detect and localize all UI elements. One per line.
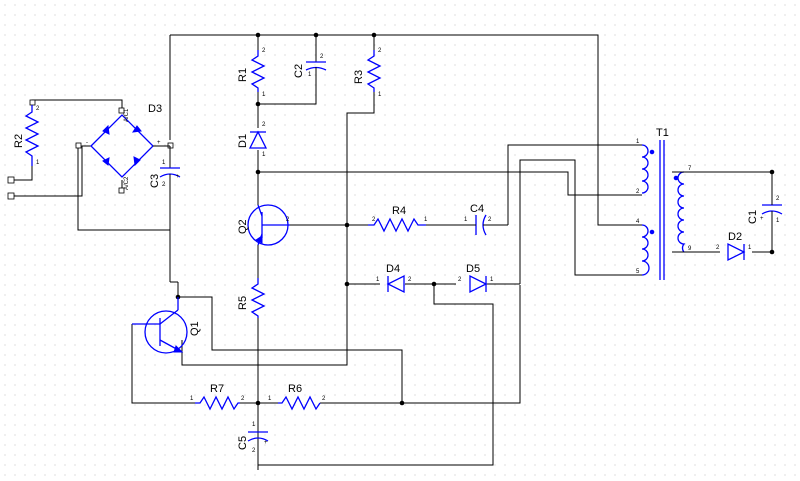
svg-text:1: 1 (36, 160, 40, 166)
svg-text:2: 2 (488, 217, 492, 223)
transformer-t1: T1 1 2 4 5 7 9 (636, 127, 692, 280)
resistor-r4: R4 2 1 (368, 205, 428, 233)
svg-text:2: 2 (636, 189, 640, 195)
label-c2: C2 (293, 64, 305, 78)
svg-text:1: 1 (162, 160, 166, 166)
resistor-r5: R5 (237, 278, 266, 318)
svg-text:2: 2 (241, 396, 245, 402)
svg-text:1: 1 (378, 92, 382, 98)
diode-d2: D2 2 1 (716, 231, 752, 262)
capacitor-c1: + C1 2 1 (747, 195, 783, 224)
capacitor-c3: + C3 1 2 (149, 146, 181, 190)
label-c1: C1 (747, 210, 759, 224)
svg-text:+: + (264, 440, 268, 446)
svg-text:2: 2 (408, 277, 412, 283)
svg-text:2: 2 (262, 122, 266, 128)
label-c5: C5 (237, 436, 249, 450)
label-r3: R3 (353, 70, 365, 84)
svg-text:1: 1 (190, 396, 194, 402)
label-q2: Q2 (237, 219, 249, 234)
svg-text:2: 2 (36, 106, 40, 112)
label-t1: T1 (656, 127, 669, 139)
svg-text:2: 2 (378, 48, 382, 54)
svg-text:A/C1: A/C1 (124, 108, 130, 122)
label-r2: R2 (13, 134, 25, 148)
label-r1: R1 (237, 68, 249, 82)
svg-text:2: 2 (286, 217, 290, 223)
resistor-r7: R7 1 2 (190, 383, 245, 411)
svg-text:2: 2 (372, 217, 376, 223)
diode-d4: D4 1 2 (376, 263, 412, 294)
svg-text:5: 5 (636, 269, 640, 275)
resistor-r2: R2 1 2 (13, 105, 40, 166)
label-d4: D4 (386, 263, 400, 275)
label-d3: D3 (148, 103, 162, 115)
label-d2: D2 (728, 231, 742, 243)
label-r5: R5 (237, 296, 249, 310)
diode-d5: D5 2 1 (458, 263, 494, 294)
svg-text:+: + (176, 174, 180, 180)
label-r6: R6 (288, 383, 302, 395)
input-terminals (7, 99, 174, 200)
svg-text:2: 2 (252, 448, 256, 454)
diode-d1: D1 2 1 (237, 122, 268, 158)
label-r4: R4 (392, 205, 406, 217)
svg-text:9: 9 (688, 246, 692, 252)
label-d5: D5 (466, 263, 480, 275)
label-q1: Q1 (189, 321, 201, 336)
svg-text:1: 1 (262, 152, 266, 158)
svg-text:2: 2 (458, 277, 462, 283)
label-c4: C4 (470, 203, 484, 215)
svg-text:+: + (157, 140, 161, 146)
capacitor-c2: C2 2 1 (293, 50, 327, 80)
bridge-rectifier-d3: D3 A/C1 A/C2 + - (86, 103, 170, 190)
svg-text:4: 4 (636, 219, 640, 225)
svg-text:7: 7 (688, 166, 692, 172)
resistor-r3: R3 2 1 (353, 48, 382, 98)
svg-text:1: 1 (424, 217, 428, 223)
svg-text:2: 2 (320, 54, 324, 60)
svg-text:2: 2 (716, 245, 720, 251)
svg-text:A/C2: A/C2 (124, 176, 130, 190)
label-c3: C3 (149, 174, 161, 188)
svg-text:-: - (86, 140, 88, 146)
wires (14, 34, 773, 470)
transistor-q1: Q1 (132, 297, 201, 354)
svg-text:2: 2 (262, 48, 266, 54)
svg-text:1: 1 (490, 277, 494, 283)
svg-text:2: 2 (776, 196, 780, 202)
svg-text:2: 2 (162, 182, 166, 188)
svg-text:1: 1 (636, 139, 640, 145)
resistor-r1: R1 2 1 (237, 48, 266, 98)
svg-text:1: 1 (376, 277, 380, 283)
svg-text:2: 2 (322, 396, 326, 402)
svg-text:+: + (760, 216, 764, 222)
svg-text:1: 1 (748, 245, 752, 251)
capacitor-c4: C4 1 2 (464, 203, 492, 236)
label-r7: R7 (210, 383, 224, 395)
label-d1: D1 (237, 134, 249, 148)
svg-text:1: 1 (308, 72, 312, 78)
transistor-q2: Q2 2 (237, 204, 290, 246)
svg-text:1: 1 (262, 92, 266, 98)
capacitor-c5: + C5 1 2 (237, 422, 269, 454)
svg-text:1: 1 (252, 422, 256, 428)
svg-text:1: 1 (776, 218, 780, 224)
svg-text:1: 1 (268, 396, 272, 402)
resistor-r6: R6 1 2 (268, 383, 326, 411)
svg-text:1: 1 (464, 217, 468, 223)
